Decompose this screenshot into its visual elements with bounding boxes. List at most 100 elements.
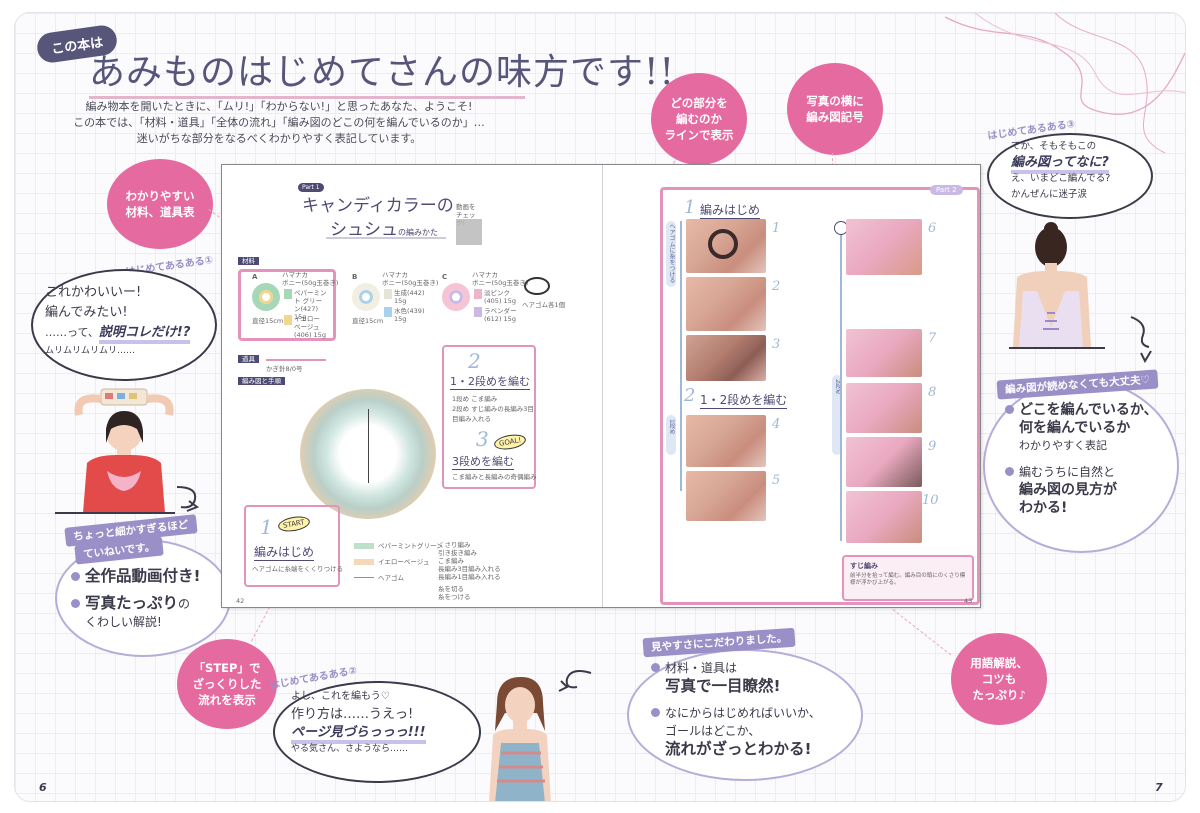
diagram-center-line	[368, 409, 369, 483]
bubble-step: 「STEP」で ざっくりした 流れを表示	[177, 639, 277, 729]
photo-step-8	[846, 383, 922, 433]
speech2-line2: 作り方は……うえっ!	[291, 707, 414, 722]
photo-step-7	[846, 329, 922, 377]
part-tag-right: Part 2	[930, 185, 963, 195]
speech1-line2: 編んでみたい!	[45, 305, 128, 320]
intro-text: 編み物本を開いたときに、「ムリ!」「わからない!」と思ったあなた、ようこそ! こ…	[69, 99, 489, 147]
tools-label: 道具	[238, 355, 259, 363]
step3-number: 3	[476, 427, 489, 451]
speech2-line1: よし、これを編もう♡	[291, 691, 390, 702]
variant-b-letter: B	[352, 273, 358, 281]
speech2-line4: やる気さん、さようなら……	[291, 744, 409, 754]
floor-line-right	[1009, 347, 1105, 349]
callout-left-item1: 全作品動画付き!	[85, 567, 201, 585]
photo-step-2	[686, 277, 766, 331]
hair-tie-label: ヘアゴム各1個	[522, 301, 566, 309]
step2-number: 2	[468, 349, 481, 373]
speech-bubble-1-text: これかわいいー! 編んでみたい! ……って、説明コレだけ!? ムリムリムリムリ……	[45, 283, 191, 359]
part-tag-text: Part	[936, 186, 950, 194]
arrow-curly-icon-2	[558, 670, 592, 692]
book-spread-preview: Part 1 キャンディカラーの シュシュの編みかた 動画をチェック! 材料 A…	[221, 164, 981, 608]
book-title-2: シュシュの編みかた	[330, 215, 438, 240]
variant-b-brand: ハマナカ	[382, 271, 408, 279]
callout-left-item2: 写真たっぷり	[85, 594, 179, 612]
callout-left-item2-suffix: の	[178, 597, 191, 611]
legend-sym-5: 長編み1目編み入れる	[438, 573, 501, 581]
book-title-1: キャンディカラーの	[302, 196, 454, 216]
right-step1-number: 1	[684, 197, 696, 218]
photo-step-4	[686, 415, 766, 467]
part-tag-num: 2	[952, 186, 957, 194]
connector-terms	[892, 609, 952, 656]
variant-a-brand: ハマナカ	[282, 271, 308, 279]
yarn-ball-c1	[474, 289, 482, 299]
callout-detail-body: 全作品動画付き! 写真たっぷりの くわしい解説!	[71, 567, 201, 631]
bubble-terms: 用語解説、 コツも たっぷり♪	[951, 633, 1047, 725]
step-num-6: 6	[928, 221, 937, 236]
page-title: あみものはじめてさんの味方です!!	[89, 52, 675, 93]
tip-box	[842, 555, 974, 601]
step-num-2: 2	[772, 279, 781, 294]
speech-bubble-3	[987, 133, 1153, 219]
callout-bottom-item2-line3: 流れがざっとわかる!	[665, 740, 812, 758]
step2-item-2: 2段め すじ編みの長編み3目	[452, 405, 534, 413]
legend-sym-4: 長編み3目編み入れる	[438, 565, 501, 573]
variant-b-color1: 生成(442) 15g	[394, 289, 425, 305]
materials-row: A ハマナカ ボニー(50g玉巻き) ペパーミント グリーン(427) 15g …	[242, 271, 572, 341]
side-tag-3	[832, 375, 842, 455]
right-page-frame	[660, 187, 980, 605]
photo-step-10	[846, 491, 922, 543]
variant-c-color1: 淡ピンク(405) 15g	[484, 289, 516, 305]
side-tag-1	[666, 221, 676, 287]
step-num-9: 9	[928, 439, 937, 454]
scrunchie-c	[442, 283, 470, 311]
step-num-4: 4	[772, 417, 781, 432]
right-step2-number: 2	[684, 385, 696, 406]
book-page-right: 43	[964, 597, 973, 605]
callout-right-item2-line1: 編むうちに自然と	[1019, 465, 1116, 479]
legend-symbols: くさり編み 引き抜き編み こま編み 長編み3目編み入れる 長編み1目編み入れる …	[438, 541, 501, 601]
legend-sym-1: くさり編み	[438, 541, 471, 549]
speech-bubble-1	[31, 269, 217, 381]
speech3-line3: え、いまどこ編んでる?	[1011, 173, 1111, 184]
callout-bottom-item1-line2: 写真で一目瞭然!	[665, 677, 781, 695]
legend-sym-3: こま編み	[438, 557, 464, 565]
callout-readable-body: 材料・道具は 写真で一目瞭然! なにからはじめればいいか、 ゴールはどこか、 流…	[651, 659, 821, 759]
callout-right-item1-line2: 何を編んでいるか	[1019, 420, 1131, 436]
scrunchie-b	[352, 283, 380, 311]
step1-frame	[244, 505, 340, 587]
diagram-label: 編み図と手順	[238, 377, 285, 385]
callout-right-item1-line3: わかりやすく表記	[1019, 439, 1107, 452]
legend-green: ペパーミントグリーン	[378, 542, 443, 550]
variant-a-yarn: ボニー(50g玉巻き)	[282, 279, 339, 287]
right-step2-title: 1・2段めを編む	[700, 393, 788, 409]
callout-readable	[627, 649, 863, 781]
step2-frame	[442, 345, 536, 489]
callout-right-item1-line1: どこを編んでいるか、	[1019, 402, 1158, 418]
intro-line-3: 迷いがちな部分をなるべくわかりやすく表記しています。	[136, 132, 422, 145]
side-tag-2	[666, 415, 676, 455]
legend-sym-6: 糸を切る	[438, 585, 464, 593]
callout-bottom-item2-line2: ゴールはどこか、	[665, 724, 761, 738]
speech3-line4: かんぜんに迷子涙	[1011, 189, 1088, 200]
hair-tie-photo-detail	[708, 229, 738, 259]
title-underline	[89, 96, 525, 99]
arrow-curly-icon-3	[1130, 316, 1152, 364]
book-title-2-suffix: の編みかた	[398, 228, 438, 237]
yarn-ball-a2	[284, 315, 292, 325]
qr-code	[456, 219, 482, 245]
speech2-line3: ページ見づらっっっ!!!	[291, 725, 426, 744]
variant-b-size: 直径15cm	[352, 317, 384, 325]
step3-title: 3段めを編む	[452, 455, 514, 470]
yarn-decoration	[944, 13, 1185, 154]
variant-c-yarn: ボニー(50g玉巻き)	[472, 279, 529, 287]
speech-bubble-2-text: よし、これを編もう♡ 作り方は……うえっ! ページ見づらっっっ!!! やる気さん…	[291, 689, 426, 757]
step1-title: 編みはじめ	[254, 545, 315, 561]
variant-c-letter: C	[442, 273, 448, 281]
legend-swatch-green	[354, 543, 374, 549]
materials-label: 材料	[238, 257, 259, 265]
speech1-line3-em: 説明コレだけ!?	[98, 325, 191, 344]
step2-item-1: 1段め こま編み	[452, 395, 498, 403]
speech3-line2: 編み図ってなに?	[1011, 155, 1109, 174]
callout-right-item2-line2: 編み図の見方が	[1019, 482, 1117, 498]
